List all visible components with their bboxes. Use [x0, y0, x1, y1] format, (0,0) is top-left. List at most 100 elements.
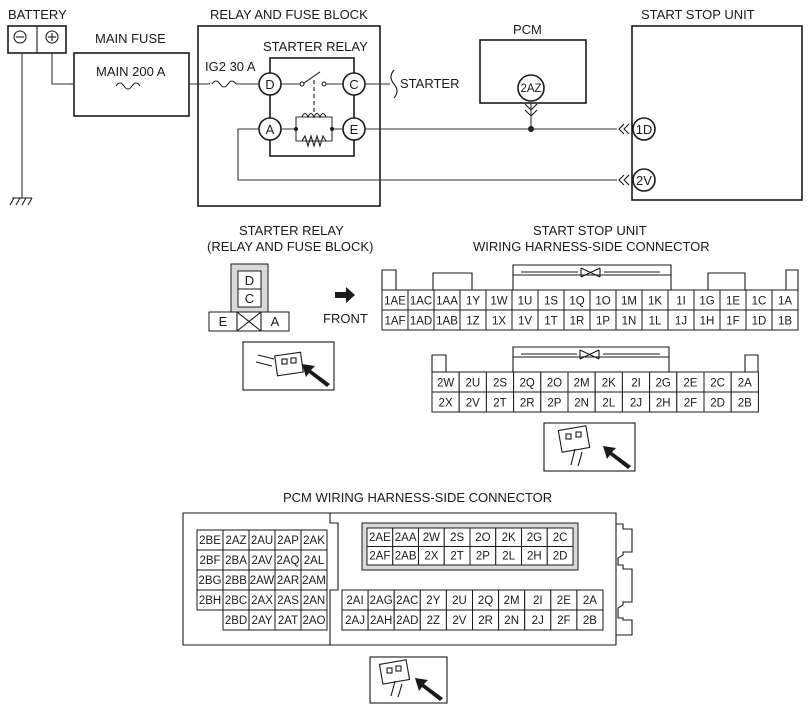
starter-relay-connector-view-icon: [242, 341, 335, 391]
connector-pin-label: 1V: [518, 315, 532, 327]
pcm-connector-view-icon: [369, 656, 448, 704]
connector-pin-label: 2BC: [225, 595, 247, 607]
connector-pin-label: 1AF: [384, 315, 405, 327]
battery-label: BATTERY: [8, 7, 67, 22]
connector-pin-label: 2AW: [250, 575, 275, 587]
ssu-2v-connector-icon: [618, 174, 630, 186]
connector-pin-label: 1D: [752, 315, 767, 327]
connector-pin-label: 1W: [490, 295, 507, 307]
connector-pin-label: 2B: [583, 615, 597, 627]
starter-relay-label: STARTER RELAY: [263, 39, 368, 54]
relay-switch-icon: [281, 71, 343, 112]
starter-label: STARTER: [400, 76, 459, 91]
connector-pin-label: 2V: [452, 615, 466, 627]
svg-text:E: E: [350, 122, 359, 137]
connector-pin-label: 2AR: [277, 575, 299, 587]
svg-text:C: C: [349, 77, 358, 92]
main-fuse-rating: MAIN 200 A: [96, 64, 166, 79]
connector-pin-label: 2AY: [252, 615, 273, 627]
connector-pin-label: 2O: [475, 532, 490, 544]
ssu-connector-title: START STOP UNIT: [533, 223, 647, 238]
connector-pin-label: 1I: [676, 295, 686, 307]
connector-pin-label: 2BD: [225, 615, 247, 627]
svg-text:A: A: [266, 122, 275, 137]
connector-pin-label: 1AD: [410, 315, 432, 327]
connector-pin-label: 2D: [710, 397, 725, 409]
connector-pin-label: 2AS: [277, 595, 299, 607]
battery-negative-terminal-icon: [13, 30, 27, 44]
connector-pin-label: 2E: [557, 595, 571, 607]
connector-pin-label: 1S: [544, 295, 558, 307]
connector-pin-label: 2D: [553, 551, 568, 563]
ssu-pin-1d: [632, 117, 656, 141]
connector-pin-cell: [300, 609, 328, 631]
connector-pin-label: 2Q: [478, 595, 493, 607]
connector-pin-label: 1R: [570, 315, 585, 327]
relay-coil-icon: [281, 112, 343, 148]
connector-pin-label: 2AP: [277, 535, 299, 547]
connector-pin-label: 2AJ: [345, 615, 365, 627]
connector-pin-label: 2AT: [278, 615, 298, 627]
connector-pin-label: 2O: [547, 377, 562, 389]
ssu-bottom-lock-icon: [579, 349, 600, 360]
front-indicator: FRONT: [323, 287, 368, 326]
relay-and-fuse-block: RELAY AND FUSE BLOCK IG2 30 A STARTER RE…: [197, 7, 459, 207]
ig2-fuse-label: IG2 30 A: [205, 59, 256, 74]
ssu-connector-view-icon: [543, 422, 636, 472]
connector-pin-label: 2AK: [303, 535, 325, 547]
connector-pin-label: 2AU: [251, 535, 273, 547]
connector-pin-label: 2AA: [395, 532, 417, 544]
connector-pin-label: 1AE: [384, 295, 406, 307]
connector-pin-label: 2K: [602, 377, 616, 389]
connector-pin-label: 2W: [423, 532, 440, 544]
connector-pin-label: 2AX: [251, 595, 273, 607]
connector-pin-label: 2J: [630, 397, 642, 409]
pcm-connector-outline: [182, 512, 617, 646]
pcm-box: [479, 39, 587, 104]
connector-pin-label: 2I: [533, 595, 543, 607]
connector-pin-cell: [546, 546, 574, 566]
battery-positive-terminal-icon: [45, 30, 59, 44]
ig2-fuse-icon: [211, 80, 237, 88]
connector-pin-label: 1X: [492, 315, 506, 327]
connector-pin-label: 2M: [574, 377, 590, 389]
connector-pin-label: 2AB: [395, 551, 417, 563]
connector-pin-label: 2U: [452, 595, 467, 607]
connector-pin-label: 2H: [527, 551, 542, 563]
connector-pin-label: 2AH: [370, 615, 392, 627]
connector-pin-cell: [730, 391, 759, 413]
connector-pin-label: 2J: [532, 615, 544, 627]
connector-pin-label: 2I: [631, 377, 641, 389]
connector-pin-label: 2T: [493, 397, 506, 409]
connector-pin-label: 1B: [778, 315, 792, 327]
connector-pin-label: 1G: [699, 295, 714, 307]
connector-pin-label: 2AV: [252, 555, 273, 567]
ssu-label: START STOP UNIT: [641, 7, 755, 22]
connector-pin-label: 1K: [648, 295, 662, 307]
pcm-module: PCM 2AZ: [479, 22, 587, 132]
connector-pin-label: 2AQ: [276, 555, 299, 567]
starter-relay-pin-e: E: [219, 314, 228, 329]
connector-pin-label: 2L: [502, 551, 515, 563]
ssu-top-connector-outline: [381, 264, 799, 290]
connector-pin-label: 1F: [726, 315, 739, 327]
connector-pin-label: 1N: [622, 315, 637, 327]
ssu-1d-connector-icon: [618, 123, 630, 135]
connector-pin-label: 1O: [595, 295, 610, 307]
main-fuse-box: [73, 52, 190, 117]
connector-pin-label: 2AG: [370, 595, 393, 607]
connector-pin-label: 2AZ: [225, 535, 246, 547]
connector-pin-label: 2C: [710, 377, 725, 389]
connector-pin-label: 1C: [752, 295, 767, 307]
connector-pin-label: 2G: [527, 532, 542, 544]
start-stop-unit: START STOP UNIT 1D 2V: [618, 7, 803, 201]
starter-relay-connector-subtitle: (RELAY AND FUSE BLOCK): [207, 239, 373, 254]
connector-pin-label: 2AD: [396, 615, 418, 627]
connector-pin-label: 2X: [439, 397, 453, 409]
pcm-connector-title: PCM WIRING HARNESS-SIDE CONNECTOR: [283, 490, 552, 505]
connector-pin-cell: [771, 309, 799, 331]
connector-pin-label: 2AM: [302, 575, 326, 587]
